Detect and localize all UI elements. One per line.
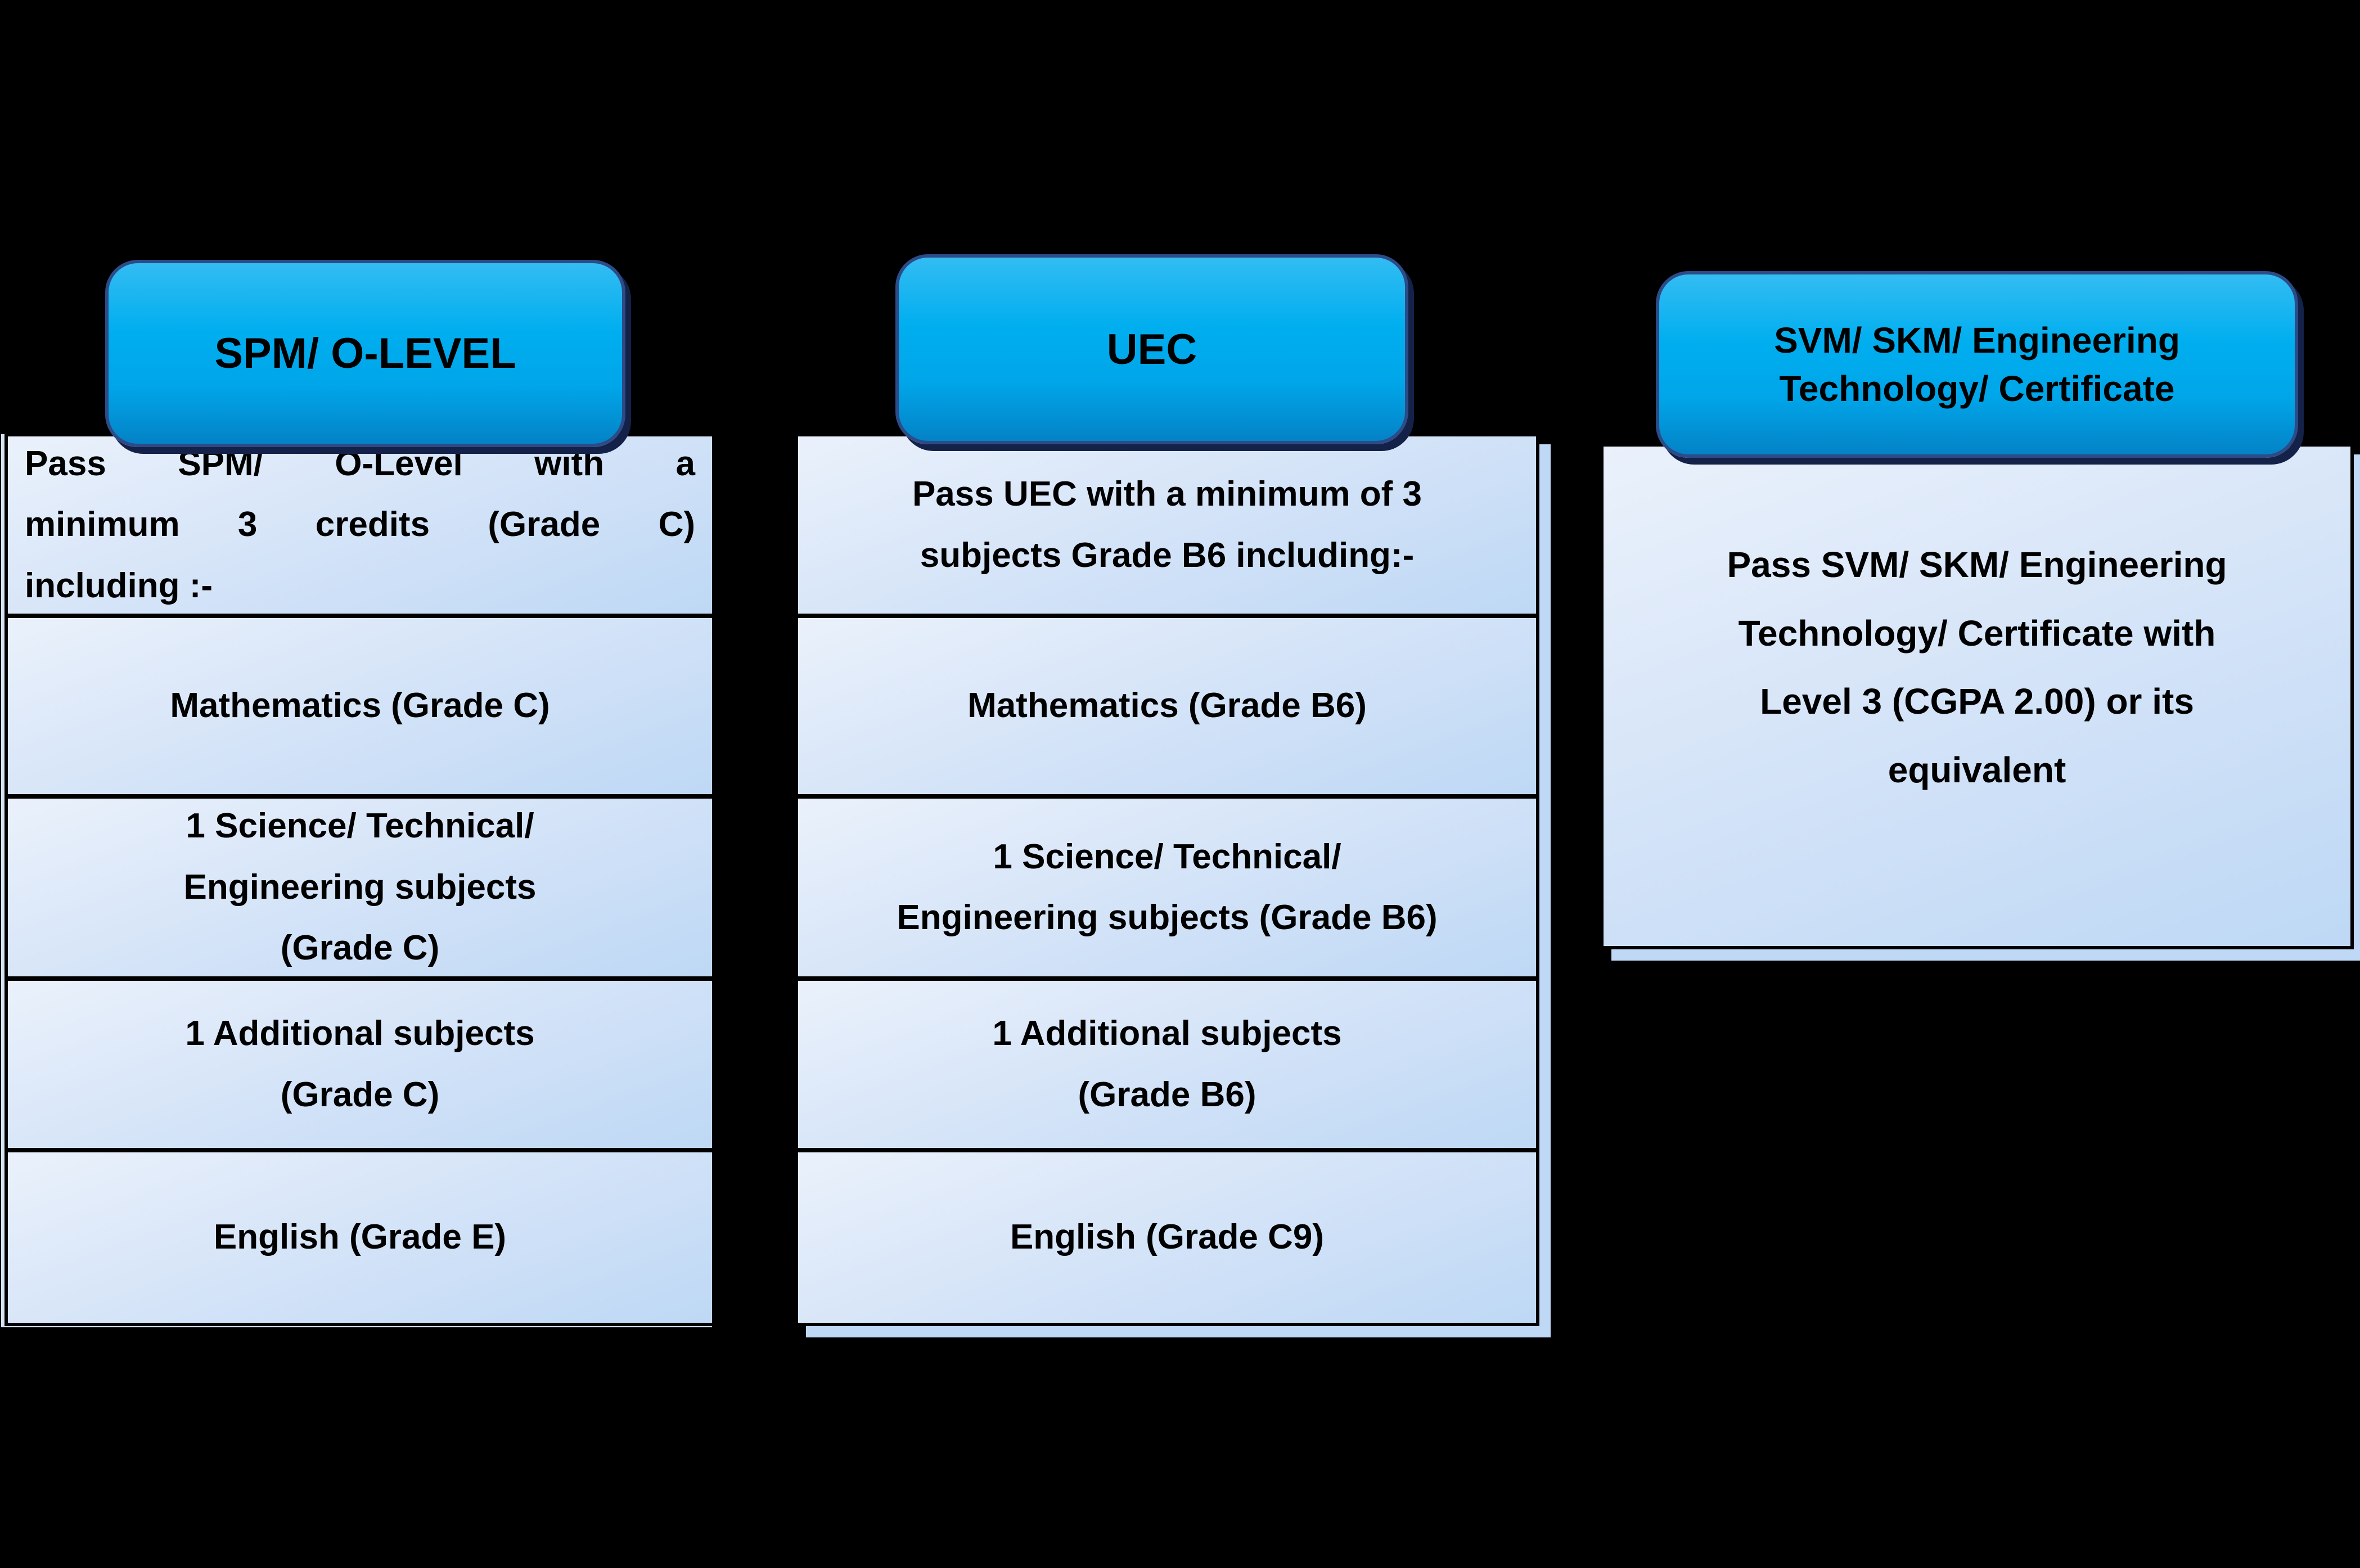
header-svm-skm-certificate: SVM/ SKM/ Engineering Technology/ Certif… <box>1656 271 2298 458</box>
text-line: Pass SVM/ SKM/ Engineering <box>1727 544 2227 585</box>
table-spm-olevel: Pass SPM/ O-Level with a minimum 3 credi… <box>4 433 715 1326</box>
text-line: equivalent <box>1888 749 2066 790</box>
header-uec: UEC <box>895 254 1408 444</box>
row-uec-mathematics: Mathematics (Grade B6) <box>798 614 1536 794</box>
text-line: English (Grade E) <box>213 1218 507 1257</box>
text-line: minimum 3 credits (Grade C) <box>25 505 695 544</box>
header-label: UEC <box>1106 325 1197 373</box>
header-label-line: Technology/ Certificate <box>1779 368 2175 409</box>
text-line: English (Grade C9) <box>1010 1218 1325 1257</box>
text-line: Mathematics (Grade C) <box>170 686 550 726</box>
text-line: (Grade C) <box>280 929 440 968</box>
row-uec-science-technical: 1 Science/ Technical/ Engineering subjec… <box>798 794 1536 976</box>
row-spm-english: English (Grade E) <box>8 1148 712 1323</box>
row-uec-requirement-summary: Pass UEC with a minimum of 3 subjects Gr… <box>798 436 1536 614</box>
text-line: Pass SPM/ O-Level with a <box>25 444 695 483</box>
row-spm-additional-subjects: 1 Additional subjects (Grade C) <box>8 976 712 1148</box>
text-line: (Grade B6) <box>1078 1075 1256 1114</box>
row-spm-requirement-summary: Pass SPM/ O-Level with a minimum 3 credi… <box>8 436 712 614</box>
header-label-line: SVM/ SKM/ Engineering <box>1774 319 2180 361</box>
text-line: 1 Additional subjects <box>992 1014 1342 1053</box>
box-svm-skm-requirement: Pass SVM/ SKM/ Engineering Technology/ C… <box>1600 443 2354 949</box>
text-line: 1 Science/ Technical/ <box>993 837 1341 876</box>
table-uec: Pass UEC with a minimum of 3 subjects Gr… <box>795 433 1539 1326</box>
row-uec-additional-subjects: 1 Additional subjects (Grade B6) <box>798 976 1536 1148</box>
text-line: Mathematics (Grade B6) <box>967 686 1367 726</box>
text-line: Level 3 (CGPA 2.00) or its <box>1760 681 2194 722</box>
text-line: Engineering subjects <box>183 867 537 907</box>
text-line: Technology/ Certificate with <box>1738 612 2216 654</box>
row-uec-english: English (Grade C9) <box>798 1148 1536 1323</box>
row-spm-science-technical: 1 Science/ Technical/ Engineering subjec… <box>8 794 712 976</box>
row-spm-mathematics: Mathematics (Grade C) <box>8 614 712 794</box>
text-line: 1 Science/ Technical/ <box>186 806 534 846</box>
header-label: SPM/ O-LEVEL <box>214 330 516 377</box>
text-line: including :- <box>25 566 213 605</box>
header-spm-olevel: SPM/ O-LEVEL <box>105 260 625 447</box>
text-line: Engineering subjects (Grade B6) <box>897 898 1438 937</box>
text-line: subjects Grade B6 including:- <box>920 535 1415 575</box>
text-line: 1 Additional subjects <box>185 1014 535 1053</box>
text-line: (Grade C) <box>280 1075 440 1114</box>
text-line: Pass UEC with a minimum of 3 <box>912 475 1422 513</box>
